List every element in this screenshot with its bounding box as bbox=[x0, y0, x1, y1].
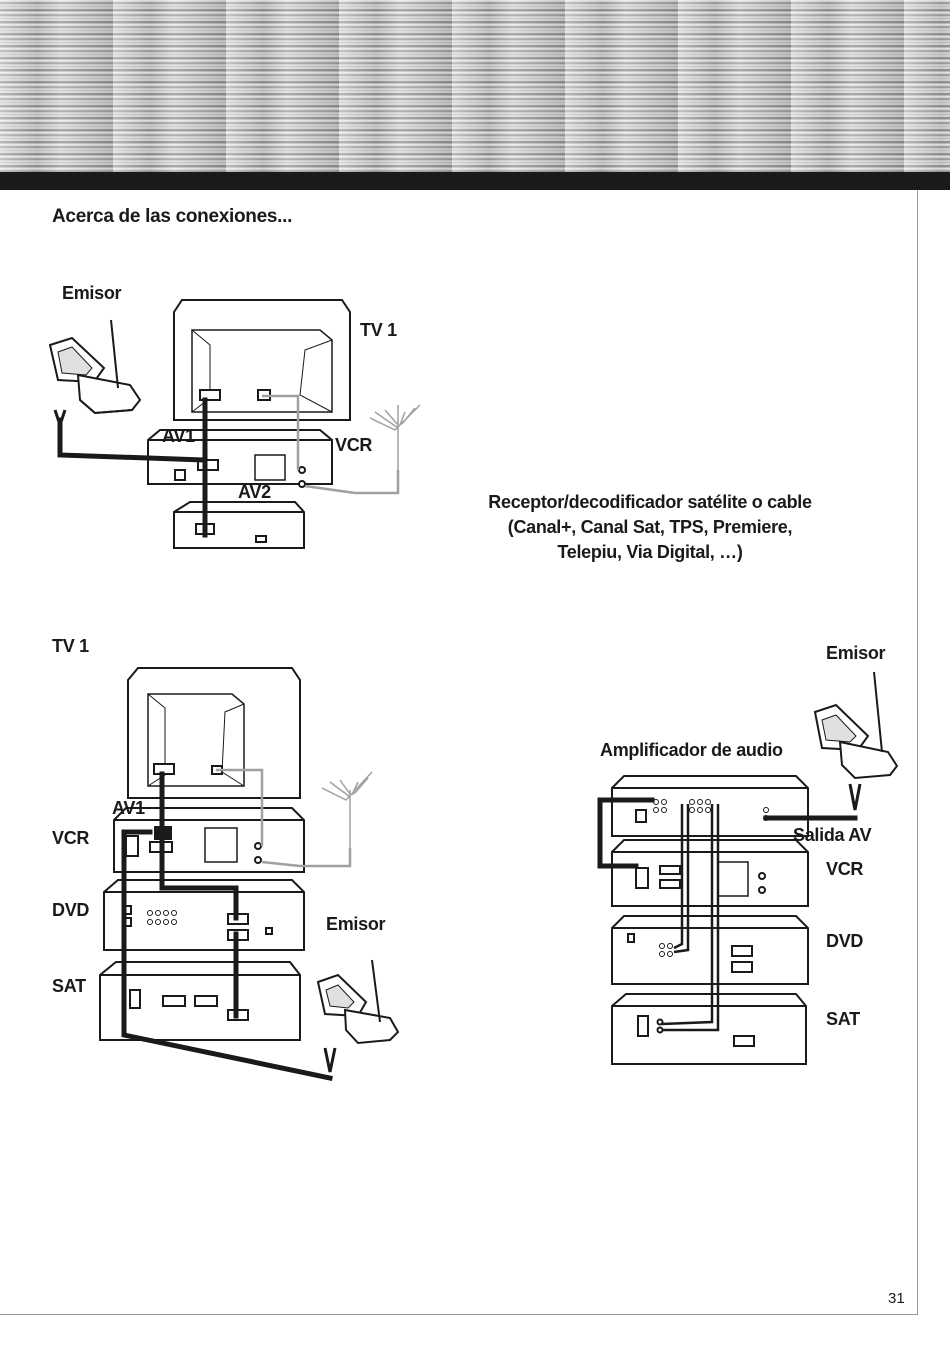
diagram3-dvd-label: DVD bbox=[826, 931, 863, 952]
diagram3-emisor-label: Emisor bbox=[826, 643, 885, 664]
diagram3-vcr-label: VCR bbox=[826, 859, 863, 880]
diagram3-salida-av-label: Salida AV bbox=[793, 825, 871, 846]
vcr-unit-icon bbox=[612, 840, 808, 906]
diagram3-amplifier-label: Amplificador de audio bbox=[600, 740, 783, 761]
diagram3-sat-label: SAT bbox=[826, 1009, 860, 1030]
dvd-unit-icon bbox=[612, 916, 808, 984]
audio-amplifier-icon bbox=[612, 776, 808, 836]
page-number: 31 bbox=[888, 1290, 905, 1307]
transmitter-icon bbox=[815, 672, 897, 778]
